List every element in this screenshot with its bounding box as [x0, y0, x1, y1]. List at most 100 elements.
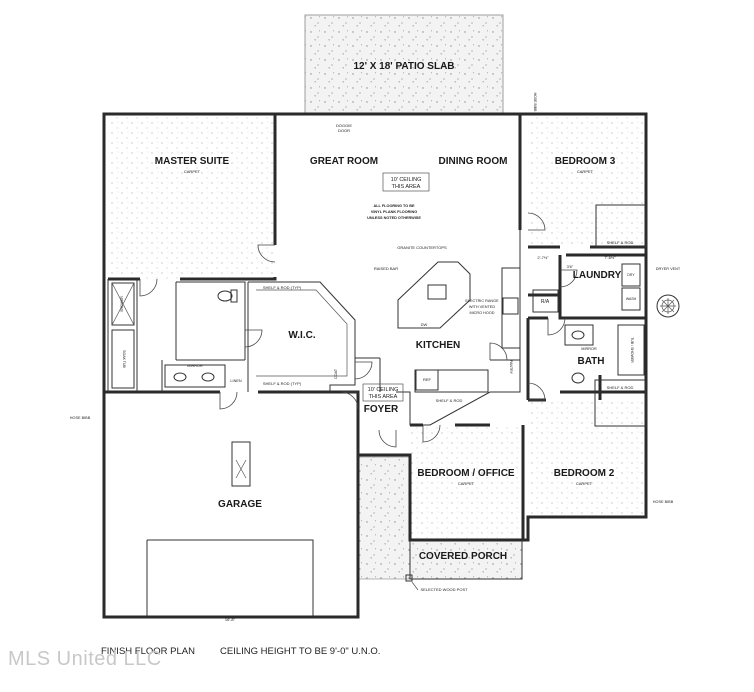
kitchen-sink — [427, 284, 447, 300]
note-doggie-2: DOOR — [338, 128, 350, 133]
label-bedroom-office: BEDROOM / OFFICE — [417, 468, 515, 479]
kitchen-lower-counter — [414, 369, 489, 393]
door-laundry — [559, 269, 578, 288]
label-covered-porch: COVERED PORCH — [419, 551, 507, 562]
door-front — [378, 429, 397, 448]
shower-x — [111, 282, 135, 326]
range — [502, 297, 519, 315]
note-hose-bibb-top: HOSE BIBB — [533, 93, 537, 113]
door-bed3 — [527, 212, 546, 231]
wood-post-leader — [411, 581, 419, 591]
bath-toilet — [571, 372, 585, 384]
door-foyer — [340, 391, 359, 410]
note-ra: R/A — [541, 299, 550, 305]
bedroom-divider — [410, 423, 525, 540]
master-walls — [108, 114, 277, 281]
bed3-closet — [595, 204, 647, 248]
note-shelf-wic-bottom: SHELF & ROD (TYP) — [263, 381, 302, 386]
label-bedroom3: BEDROOM 3 — [555, 156, 616, 167]
label-laundry: LAUNDRY — [573, 270, 622, 281]
note-flooring-3: UNLESS NOTED OTHERWISE — [367, 216, 421, 220]
patio-slab — [304, 14, 504, 114]
bed2-closet — [594, 379, 647, 427]
note-carpet-office: CARPET — [458, 481, 475, 486]
note-carpet-bed2: CARPET — [576, 481, 593, 486]
note-dim-3: 3'6" — [567, 264, 574, 269]
note-hose-bibb-right: HOSE BIBB — [653, 500, 674, 504]
master-vanity — [164, 364, 226, 388]
note-shower: SHOWER — [120, 296, 124, 312]
watermark: MLS United LLC — [8, 648, 162, 670]
wood-post — [405, 574, 413, 582]
label-patio: 12' X 18' PATIO SLAB — [353, 61, 454, 72]
note-dim-hall: 2'-7½" — [537, 255, 549, 260]
kitchen-walls — [355, 120, 521, 426]
bath-vanity — [564, 324, 594, 346]
door-bed2 — [527, 382, 546, 401]
range-counter — [501, 267, 521, 349]
master-suite-carpet — [108, 117, 275, 279]
label-kitchen: KITCHEN — [416, 340, 460, 351]
master-bath-walls — [107, 279, 356, 392]
sink-1 — [173, 372, 187, 382]
note-dryer-vent: DRYER VENT — [656, 267, 681, 271]
master-closet-shelf — [256, 289, 348, 377]
dryer — [621, 263, 641, 287]
label-great-room: GREAT ROOM — [310, 156, 378, 167]
kitchen-island — [397, 261, 471, 329]
bedroom-office-carpet — [410, 425, 523, 538]
master-toilet-tank — [230, 289, 238, 303]
door-wic — [244, 329, 263, 348]
note-granite: GRANITE COUNTERTOPS — [397, 245, 447, 250]
car-outline — [231, 441, 251, 487]
note-dim-laundry: 7'-6½" — [604, 255, 616, 260]
bedroom2-carpet — [528, 400, 646, 517]
label-foyer: FOYER — [364, 404, 399, 415]
note-shelf-wic-top: SHELF & ROD (TYP) — [263, 285, 302, 290]
note-wash: WASH — [626, 297, 637, 301]
note-wood-post: SELECTED WOOD POST — [420, 587, 468, 592]
label-bedroom2: BEDROOM 2 — [554, 468, 615, 479]
note-hose-bibb-left: HOSE BIBB — [70, 416, 91, 420]
note-shelf-bed3: SHELF & ROD — [607, 240, 634, 245]
note-garage-dim: 16'-8" — [225, 617, 236, 622]
note-ceiling-great-1: 10' CEILING — [391, 177, 422, 183]
tub-shower — [617, 324, 645, 376]
note-ref: REF — [423, 377, 432, 382]
label-garage: GARAGE — [218, 499, 262, 510]
note-range-2: WITH VENTED — [469, 305, 495, 309]
master-toilet — [217, 290, 233, 302]
note-shelf-bed2: SHELF & ROD — [607, 385, 634, 390]
note-range-1: ELECTRIC RANGE — [465, 299, 499, 303]
porch-edges — [409, 540, 523, 580]
label-wic: W.I.C. — [288, 330, 315, 341]
dryer-vent — [656, 294, 680, 318]
note-mirror-master: MIRROR — [187, 364, 203, 368]
label-bath: BATH — [577, 356, 604, 367]
note-ceiling-great-2: THIS AREA — [392, 184, 421, 190]
note-linen: LINEN — [230, 379, 241, 383]
note-ceiling-foyer-1: 10' CEILING — [368, 387, 399, 393]
great-ceiling-box — [382, 172, 430, 192]
note-flooring-1: ALL FLOORING TO BE — [374, 204, 415, 208]
garage-door — [146, 539, 314, 617]
door-bath — [547, 317, 566, 336]
note-raised-bar: RAISED BAR — [374, 266, 398, 271]
note-mirror-bath: MIRROR — [581, 347, 597, 351]
note-ceiling-foyer-2: THIS AREA — [369, 394, 398, 400]
label-dining-room: DINING ROOM — [439, 156, 508, 167]
shower-stall — [111, 282, 135, 326]
note-pantry: PANTRY — [509, 360, 513, 375]
door-master-bath — [139, 278, 158, 297]
door-coat — [354, 361, 373, 380]
note-flooring-2: VINYL PLANK FLOORING — [371, 210, 417, 214]
note-carpet-bed3: CARPET — [577, 169, 594, 174]
note-dry: DRY — [627, 273, 635, 277]
note-doggie-1: DOGGIE — [336, 123, 352, 128]
note-tub-shower: TUB / SHOWER — [630, 337, 634, 363]
door-master — [257, 244, 276, 263]
note-soak-tub: SOAK TUB — [122, 350, 126, 368]
note-range-3: MICRO HOOD — [469, 311, 494, 315]
foyer-ceiling-box — [362, 383, 404, 402]
